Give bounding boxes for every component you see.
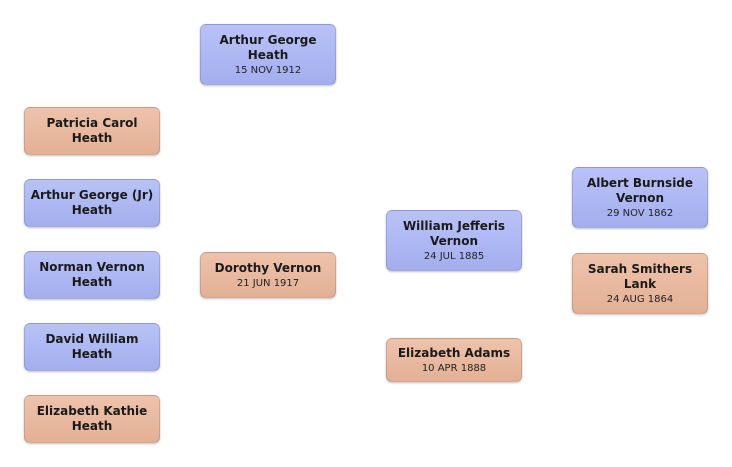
person-name: Arthur George (Jr) Heath [30,188,154,217]
person-card-arthur-george-jr-heath[interactable]: Arthur George (Jr) Heath [24,179,160,227]
person-birth-date: 10 APR 1888 [421,362,487,374]
person-name: Albert Burnside Vernon [586,175,694,205]
person-birth-date: 24 AUG 1864 [606,293,674,305]
person-card-william-jefferis-vernon[interactable]: William Jefferis Vernon 24 JUL 1885 [386,210,522,271]
person-card-norman-vernon-heath[interactable]: Norman Vernon Heath [24,251,160,299]
person-card-dorothy-vernon[interactable]: Dorothy Vernon 21 JUN 1917 [200,252,336,298]
person-birth-date: 24 JUL 1885 [423,250,485,262]
person-card-patricia-carol-heath[interactable]: Patricia Carol Heath [24,107,160,155]
person-name: Patricia Carol Heath [46,116,138,145]
person-card-arthur-george-heath[interactable]: Arthur George Heath 15 NOV 1912 [200,24,336,85]
person-birth-date: 29 NOV 1862 [606,207,674,219]
person-name: Elizabeth Adams [397,345,511,360]
person-name: Elizabeth Kathie Heath [36,404,148,433]
person-name: William Jefferis Vernon [402,218,506,248]
person-birth-date: 21 JUN 1917 [236,277,300,289]
person-card-albert-burnside-vernon[interactable]: Albert Burnside Vernon 29 NOV 1862 [572,167,708,228]
person-card-elizabeth-adams[interactable]: Elizabeth Adams 10 APR 1888 [386,338,522,382]
person-card-elizabeth-kathie-heath[interactable]: Elizabeth Kathie Heath [24,395,160,443]
person-name: Norman Vernon Heath [39,260,145,289]
person-name: Sarah Smithers Lank [587,261,693,291]
person-name: David William Heath [45,332,139,361]
person-card-sarah-smithers-lank[interactable]: Sarah Smithers Lank 24 AUG 1864 [572,253,708,314]
person-birth-date: 15 NOV 1912 [234,64,302,76]
person-name: Dorothy Vernon [214,260,322,275]
person-card-david-william-heath[interactable]: David William Heath [24,323,160,371]
person-name: Arthur George Heath [219,32,317,62]
